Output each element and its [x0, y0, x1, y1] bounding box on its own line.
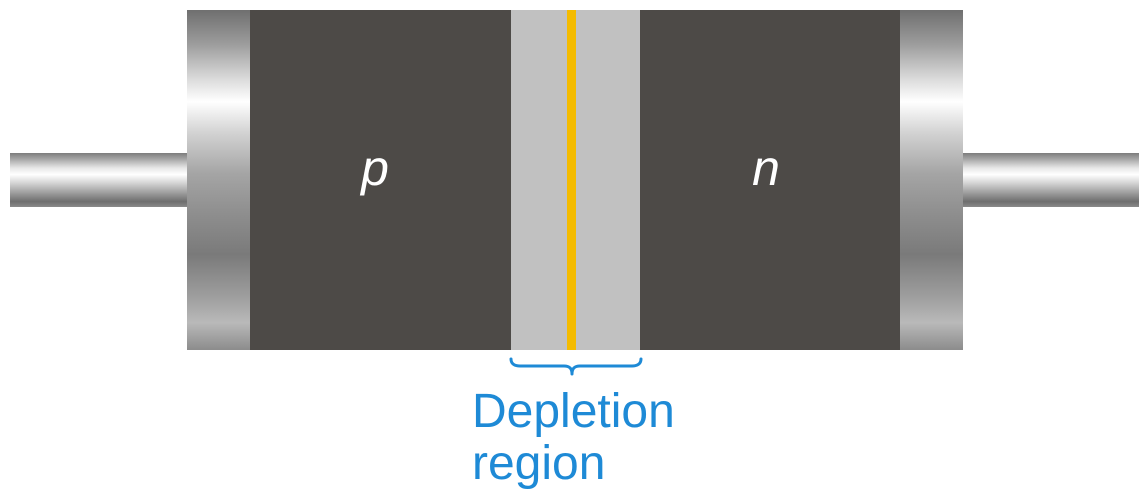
left-lead-wire — [10, 153, 188, 207]
p-region-label: p — [361, 140, 389, 196]
curly-brace-icon — [509, 357, 643, 376]
caption-line-1: Depletion — [472, 385, 675, 438]
p-type-region — [250, 10, 511, 350]
depletion-region-caption: Depletion region — [472, 386, 732, 490]
left-metal-cap — [187, 10, 250, 350]
right-lead-wire — [962, 153, 1139, 207]
caption-line-2: region — [472, 437, 606, 490]
n-region-label: n — [752, 140, 780, 196]
right-metal-cap — [900, 10, 963, 350]
junction-line — [567, 10, 576, 350]
n-type-region — [640, 10, 900, 350]
